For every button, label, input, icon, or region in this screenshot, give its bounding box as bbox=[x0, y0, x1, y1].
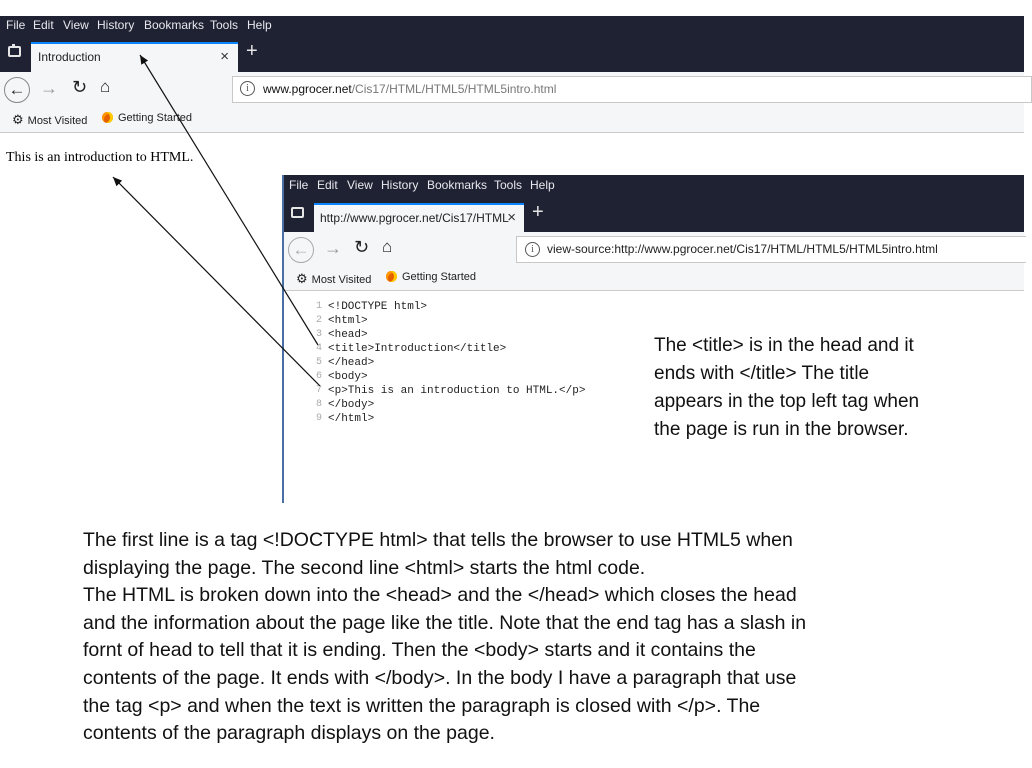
menu-bookmarks[interactable]: Bookmarks bbox=[144, 18, 205, 32]
home-icon[interactable]: ⌂ bbox=[100, 77, 111, 96]
bookmark-getting-started[interactable]: Getting Started bbox=[386, 271, 476, 283]
home-icon[interactable]: ⌂ bbox=[382, 237, 393, 256]
menu-edit[interactable]: Edit bbox=[33, 18, 54, 32]
line-number: 5 bbox=[315, 357, 322, 368]
back-arrow-icon[interactable]: ← bbox=[4, 77, 30, 103]
explanation-line: The HTML is broken down into the <head> … bbox=[83, 584, 797, 607]
line-number: 7 bbox=[315, 385, 322, 396]
menu-help[interactable]: Help bbox=[530, 178, 555, 192]
menu-bar: File Edit View History Bookmarks Tools H… bbox=[0, 16, 1024, 36]
firefox-icon bbox=[102, 112, 113, 123]
line-number: 9 bbox=[315, 413, 322, 424]
url-domain: www.pgrocer.net bbox=[263, 82, 352, 96]
window-icon[interactable] bbox=[291, 207, 304, 218]
callout-line: ends with </title> The title bbox=[654, 363, 870, 384]
callout-line: appears in the top left tag when bbox=[654, 391, 920, 412]
reload-icon[interactable]: ↻ bbox=[72, 77, 88, 97]
line-code: <head> bbox=[328, 329, 368, 341]
tab-introduction[interactable]: Introduction × bbox=[31, 42, 238, 72]
url-path: /Cis17/HTML/HTML5/HTML5intro.html bbox=[351, 82, 557, 96]
view-source-window: File Edit View History Bookmarks Tools H… bbox=[282, 175, 1026, 503]
menu-view[interactable]: View bbox=[63, 18, 89, 32]
line-code: </body> bbox=[328, 399, 375, 411]
close-icon[interactable]: × bbox=[220, 48, 229, 65]
callout-line: The <title> is in the head and it bbox=[654, 335, 914, 356]
menu-edit[interactable]: Edit bbox=[317, 178, 338, 192]
info-icon[interactable]: i bbox=[240, 81, 255, 96]
menu-file[interactable]: File bbox=[6, 18, 26, 32]
explanation-line: The first line is a tag <!DOCTYPE html> … bbox=[83, 529, 793, 551]
explanation-line: contents of the page. It ends with </bod… bbox=[83, 666, 797, 689]
title-callout: The <title> is in the head and it ends w… bbox=[654, 332, 1004, 444]
line-number: 2 bbox=[315, 315, 322, 326]
firefox-icon bbox=[386, 271, 397, 282]
info-icon[interactable]: i bbox=[525, 242, 540, 257]
bookmark-label: Getting Started bbox=[402, 271, 476, 283]
menu-history[interactable]: History bbox=[97, 18, 135, 32]
bookmarks-toolbar: ⚙Most Visited Getting Started bbox=[284, 268, 1024, 291]
tab-title: http://www.pgrocer.net/Cis17/HTML bbox=[320, 211, 509, 225]
gear-icon: ⚙ bbox=[296, 271, 308, 286]
line-code: </html> bbox=[328, 413, 375, 425]
line-code: </head> bbox=[328, 357, 375, 369]
explanation-line: fornt of head to tell that it is ending.… bbox=[83, 639, 756, 662]
close-icon[interactable]: × bbox=[507, 209, 516, 226]
menu-view[interactable]: View bbox=[347, 178, 373, 192]
tab-view-source[interactable]: http://www.pgrocer.net/Cis17/HTML × bbox=[314, 203, 524, 232]
explanation-line: the tag <p> and when the text is written… bbox=[83, 694, 761, 717]
line-number: 4 bbox=[315, 343, 322, 354]
line-number: 1 bbox=[315, 301, 322, 312]
explanation-line: contents of the paragraph displays on th… bbox=[83, 722, 495, 745]
gear-icon: ⚙ bbox=[12, 112, 24, 127]
address-bar[interactable]: i view-source:http://www.pgrocer.net/Cis… bbox=[516, 236, 1026, 263]
line-code: <p>This is an introduction to HTML.</p> bbox=[328, 385, 586, 397]
tab-bar: Introduction × + bbox=[0, 36, 1024, 72]
menu-bar: File Edit View History Bookmarks Tools H… bbox=[284, 175, 1024, 197]
bookmark-most-visited[interactable]: ⚙Most Visited bbox=[12, 112, 87, 128]
back-arrow-icon[interactable]: ← bbox=[288, 237, 314, 263]
line-number: 3 bbox=[315, 329, 322, 340]
line-number: 6 bbox=[315, 371, 322, 382]
forward-arrow-icon[interactable]: → bbox=[324, 238, 342, 258]
address-bar[interactable]: i www.pgrocer.net/Cis17/HTML/HTML5/HTML5… bbox=[232, 76, 1032, 103]
forward-arrow-icon[interactable]: → bbox=[40, 78, 58, 98]
bookmarks-toolbar: ⚙Most Visited Getting Started bbox=[0, 108, 1024, 133]
menu-file[interactable]: File bbox=[289, 178, 309, 192]
new-tab-button[interactable]: + bbox=[246, 40, 258, 62]
bookmark-label: Getting Started bbox=[118, 112, 192, 124]
menu-bookmarks[interactable]: Bookmarks bbox=[427, 178, 488, 192]
line-code: <title>Introduction</title> bbox=[328, 343, 507, 355]
address-url: view-source:http://www.pgrocer.net/Cis17… bbox=[547, 242, 938, 256]
new-tab-button[interactable]: + bbox=[532, 201, 544, 223]
tab-bar: http://www.pgrocer.net/Cis17/HTML × + bbox=[284, 197, 1024, 232]
menu-help[interactable]: Help bbox=[247, 18, 272, 32]
line-code: <body> bbox=[328, 371, 368, 383]
reload-icon[interactable]: ↻ bbox=[354, 237, 370, 257]
address-url: www.pgrocer.net/Cis17/HTML/HTML5/HTML5in… bbox=[263, 82, 556, 96]
menu-tools[interactable]: Tools bbox=[494, 178, 523, 192]
main-browser-window: File Edit View History Bookmarks Tools H… bbox=[0, 16, 1032, 176]
navigation-toolbar: ← → ↻ ⌂ i view-source:http://www.pgrocer… bbox=[284, 232, 1026, 268]
explanation-text: The first line is a tag <!DOCTYPE html> … bbox=[83, 527, 983, 748]
menu-tools[interactable]: Tools bbox=[210, 18, 239, 32]
page-paragraph: This is an introduction to HTML. bbox=[6, 150, 194, 165]
line-code: <!DOCTYPE html> bbox=[328, 301, 428, 313]
line-number: 8 bbox=[315, 399, 322, 410]
tab-title: Introduction bbox=[38, 50, 101, 64]
line-code: <html> bbox=[328, 315, 368, 327]
explanation-line: and the information about the page like … bbox=[83, 611, 807, 634]
menu-history[interactable]: History bbox=[381, 178, 419, 192]
explanation-line: displaying the page. The second line <ht… bbox=[83, 556, 646, 579]
navigation-toolbar: ← → ↻ ⌂ i www.pgrocer.net/Cis17/HTML/HTM… bbox=[0, 72, 1032, 109]
callout-line: the page is run in the browser. bbox=[654, 419, 909, 440]
bookmark-most-visited[interactable]: ⚙Most Visited bbox=[296, 271, 371, 287]
bookmark-getting-started[interactable]: Getting Started bbox=[102, 112, 192, 124]
bookmark-label: Most Visited bbox=[27, 115, 88, 127]
bookmark-label: Most Visited bbox=[311, 274, 372, 286]
window-icon[interactable] bbox=[8, 44, 21, 57]
